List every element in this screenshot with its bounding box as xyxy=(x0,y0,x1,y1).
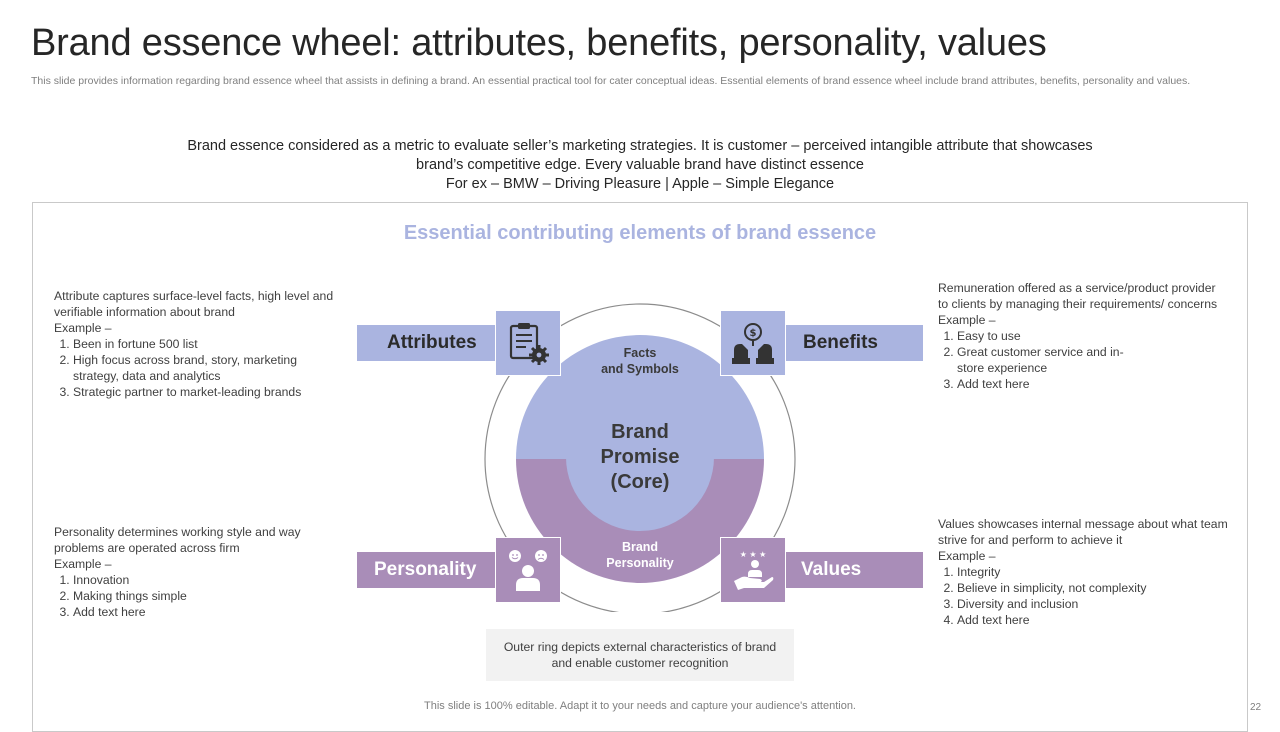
list-item: Add text here xyxy=(957,376,1218,392)
clipboard-gear-icon xyxy=(509,323,549,365)
intro-line-3: For ex – BMW – Driving Pleasure | Apple … xyxy=(445,176,835,192)
svg-text:$: $ xyxy=(750,328,757,339)
personality-icon-box xyxy=(495,537,561,603)
brand-promise-line: Brand xyxy=(611,421,669,443)
list-item: High focus across brand, story, marketin… xyxy=(73,352,339,384)
personality-description: Personality determines working style and… xyxy=(54,524,334,620)
intro-line-1: Brand essence considered as a metric to … xyxy=(187,138,1093,154)
attributes-list: Been in fortune 500 list High focus acro… xyxy=(54,336,339,400)
personality-example-label: Example – xyxy=(54,557,112,571)
attributes-icon-box xyxy=(495,310,561,376)
values-icon-box: ★ ★ ★ xyxy=(720,537,786,603)
benefits-list: Easy to use Great customer service and i… xyxy=(938,328,1218,392)
hand-person-stars-icon: ★ ★ ★ xyxy=(734,550,774,590)
values-label: Values xyxy=(785,552,923,588)
benefits-example-label: Example – xyxy=(938,313,996,327)
benefits-icon-box: $ xyxy=(720,310,786,376)
list-item: Strategic partner to market-leading bran… xyxy=(73,384,339,400)
page-title: Brand essence wheel: attributes, benefit… xyxy=(31,22,1047,64)
facts-symbols-line: Facts xyxy=(623,346,657,360)
benefits-description-text: Remuneration offered as a service/produc… xyxy=(938,281,1218,311)
page-number: 22 xyxy=(1250,702,1262,713)
personality-description-text: Personality determines working style and… xyxy=(54,525,301,555)
page-subtitle: This slide provides information regardin… xyxy=(31,75,1191,87)
attributes-label: Attributes xyxy=(357,325,497,361)
values-example-label: Example – xyxy=(938,549,996,563)
personality-list: Innovation Making things simple Add text… xyxy=(54,572,334,620)
values-description-text: Values showcases internal message about … xyxy=(938,517,1228,547)
values-list: Integrity Believe in simplicity, not com… xyxy=(938,564,1233,628)
outer-ring-note: Outer ring depicts external characterist… xyxy=(486,629,794,681)
list-item: Easy to use xyxy=(957,328,1218,344)
list-item: Add text here xyxy=(73,604,334,620)
hands-money-icon: $ xyxy=(732,323,774,364)
attributes-description-text: Attribute captures surface-level facts, … xyxy=(54,289,334,319)
benefits-description: Remuneration offered as a service/produc… xyxy=(938,280,1218,392)
facts-symbols-label: Facts and Symbols xyxy=(580,345,700,377)
person-emotions-icon xyxy=(509,550,547,591)
list-item: Innovation xyxy=(73,572,334,588)
attributes-example-label: Example – xyxy=(54,321,112,335)
brand-personality-line: Brand xyxy=(621,540,659,554)
brand-promise-line: (Core) xyxy=(610,471,670,493)
footer-text: This slide is 100% editable. Adapt it to… xyxy=(424,700,856,712)
svg-text:★ ★ ★: ★ ★ ★ xyxy=(740,550,767,559)
intro-line-2: brand’s competitive edge. Every valuable… xyxy=(416,157,864,173)
facts-symbols-line: and Symbols xyxy=(601,362,679,376)
benefits-label: Benefits xyxy=(785,325,923,361)
attributes-description: Attribute captures surface-level facts, … xyxy=(54,288,339,400)
list-item: Integrity xyxy=(957,564,1233,580)
brand-essence-wheel xyxy=(484,303,796,612)
brand-personality-line: Personality xyxy=(606,556,674,570)
panel-heading: Essential contributing elements of brand… xyxy=(403,222,877,244)
list-item: Believe in simplicity, not complexity xyxy=(957,580,1233,596)
list-item: Great customer service and in-store expe… xyxy=(957,344,1132,376)
values-description: Values showcases internal message about … xyxy=(938,516,1233,628)
personality-label: Personality xyxy=(357,552,497,588)
list-item: Been in fortune 500 list xyxy=(73,336,339,352)
brand-promise-core xyxy=(566,383,714,531)
intro-text: Brand essence considered as a metric to … xyxy=(100,137,1180,194)
list-item: Making things simple xyxy=(73,588,334,604)
outer-ring-note-text: Outer ring depicts external characterist… xyxy=(503,640,777,670)
list-item: Diversity and inclusion xyxy=(957,596,1233,612)
brand-promise-line: Promise xyxy=(600,446,680,468)
list-item: Add text here xyxy=(957,612,1233,628)
